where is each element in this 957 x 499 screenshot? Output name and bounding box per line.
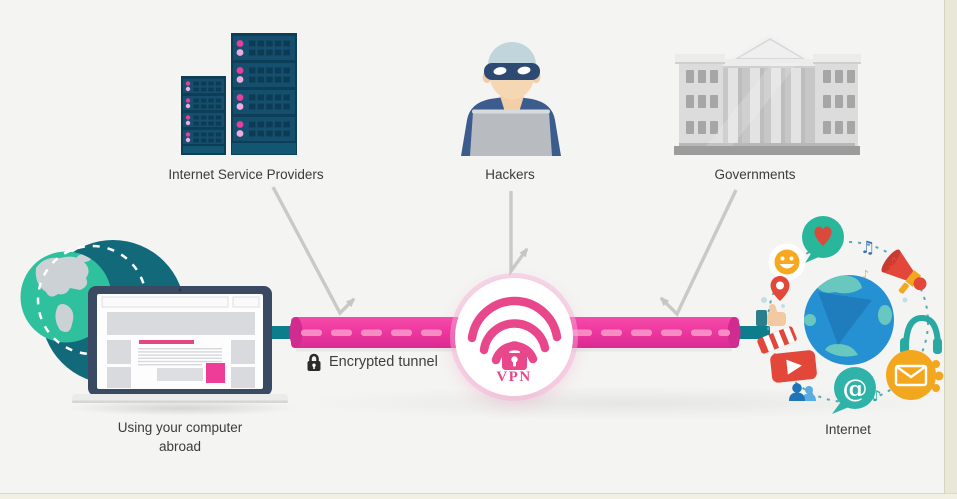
lock-icon: [502, 341, 527, 370]
encrypted-tunnel-text: Encrypted tunnel: [329, 354, 438, 370]
envelope-icon: [886, 350, 944, 400]
label-internet: Internet: [825, 422, 871, 437]
svg-text:♪: ♪: [888, 254, 898, 272]
deflect-arrow-hackers: [509, 191, 529, 277]
mask: [484, 63, 540, 80]
decor-dots: [761, 297, 908, 308]
label-governments: Governments: [714, 167, 796, 182]
encrypted-tunnel-label: Encrypted tunnel: [306, 352, 438, 372]
headphones-icon: [900, 314, 942, 354]
wifi-icon: [467, 296, 562, 365]
svg-text:♫: ♫: [860, 238, 875, 258]
windows: [686, 70, 855, 134]
tunnel-dashes: [301, 329, 730, 336]
location-pin-icon: [770, 276, 790, 301]
svg-text:@: @: [843, 374, 868, 403]
svg-text:♪: ♪: [872, 387, 882, 405]
server-rack-icon: [181, 33, 297, 155]
laptop-base: [72, 394, 288, 403]
film-stripe-icon: [757, 326, 797, 354]
vpn-label: VPN: [496, 369, 532, 385]
tunnel-connector-right: [733, 326, 770, 339]
hacker-icon: [461, 42, 561, 156]
svg-text:♪: ♪: [862, 268, 869, 281]
government-building-icon: [674, 33, 861, 155]
wifi-lock-icon: [467, 296, 562, 370]
vpn-badge: VPN: [455, 278, 573, 396]
thumbs-up-icon: [756, 303, 786, 326]
smiley-icon: [768, 243, 806, 281]
internet-cloud-icon: ♫ ♪ ♪ ♪: [756, 216, 944, 414]
columns: [728, 68, 805, 146]
label-hackers: Hackers: [485, 167, 535, 182]
label-internet-service-providers: Internet Service Providers: [168, 167, 324, 182]
chat-heart-icon: [802, 216, 844, 263]
tunnel-cap-right: [727, 317, 741, 348]
padlock-icon: [307, 353, 321, 371]
label-using-your-computer-abroad: Using your computer abroad: [117, 420, 243, 454]
music-note-icon: ♫ ♪ ♪ ♪: [860, 238, 898, 405]
at-sign-icon: @: [832, 367, 876, 414]
webpage-wireframe: [101, 296, 260, 388]
page-edge-right: [944, 0, 957, 499]
hacker-laptop: [470, 112, 552, 156]
deflect-arrow-governments: [659, 189, 738, 317]
megaphone-icon: [881, 249, 927, 294]
laptop-icon: [72, 286, 288, 403]
webcam-dot: [178, 288, 182, 292]
tunnel-cap-left: [289, 317, 303, 348]
beanie: [488, 42, 536, 67]
deflect-arrow-isp: [271, 186, 356, 316]
video-play-icon: [770, 350, 817, 383]
users-icon: [789, 383, 816, 401]
page-edge-bottom: [0, 493, 957, 499]
